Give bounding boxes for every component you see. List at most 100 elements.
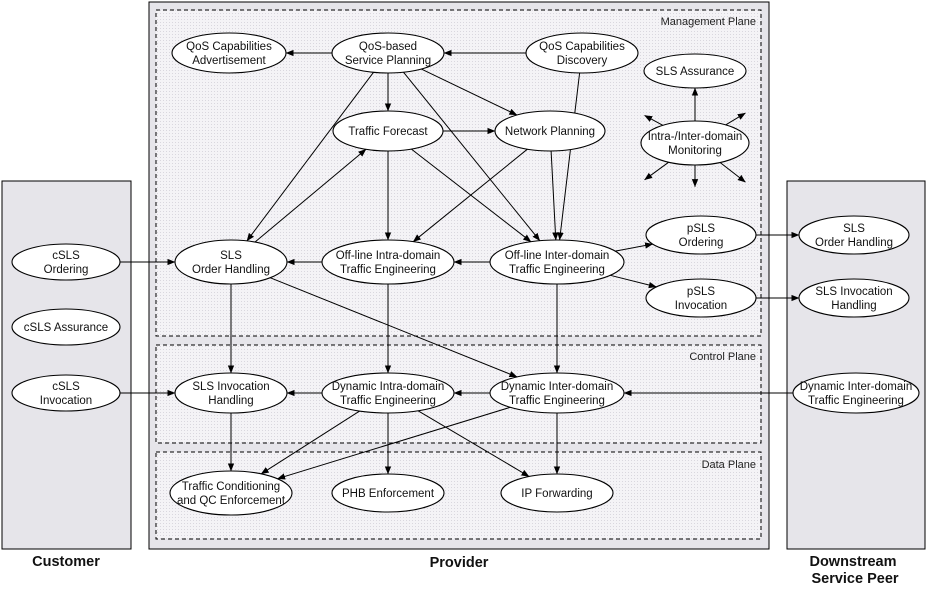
node-label: PHB Enforcement: [342, 488, 435, 500]
node-label: cSLS Assurance: [24, 322, 108, 334]
data-plane-label: Data Plane: [702, 459, 756, 471]
node-label: Handling: [831, 300, 876, 312]
edge-qos_cap_disc-to-offline_inter: [557, 72, 581, 241]
peer-label-line2: Service Peer: [811, 571, 898, 587]
node-shape: [798, 278, 910, 318]
edge-dyn_intra-to-traffic_conditioning: [260, 410, 360, 475]
node-label: Dynamic Inter-domain: [800, 381, 912, 393]
node-label: Traffic Forecast: [348, 126, 428, 138]
node-shape: [331, 32, 445, 74]
node-label: Monitoring: [668, 145, 722, 157]
node-label: Intra-/Inter-domain: [648, 131, 743, 143]
node-shape: [525, 32, 639, 74]
node-label: SLS: [220, 250, 242, 262]
node-shape: [169, 470, 293, 516]
edge-network_planning-to-offline_inter: [550, 150, 559, 241]
node-label: Traffic Conditioning: [182, 481, 280, 493]
monitoring-output-arrow: [725, 112, 746, 126]
edge-offline_inter-to-psls_invocation: [610, 274, 657, 289]
node-label: IP Forwarding: [521, 488, 592, 500]
peer-label-line1: Downstream: [809, 554, 896, 570]
node-shape: [332, 110, 444, 152]
node-network-planning: Network Planning: [494, 110, 606, 152]
node-label: QoS-based: [359, 41, 417, 53]
node-label: Ordering: [679, 237, 724, 249]
node-label: SLS Invocation: [192, 381, 269, 393]
node-label: Order Handling: [192, 264, 270, 276]
node-traffic-forecast: Traffic Forecast: [332, 110, 444, 152]
edge-network_planning-to-offline_intra: [412, 148, 528, 243]
node-shape: [489, 239, 625, 285]
node-label: Traffic Engineering: [509, 264, 605, 276]
peer-label: Downstream Service Peer: [809, 554, 900, 587]
node-shape: [11, 374, 121, 412]
node-label: pSLS: [687, 286, 715, 298]
customer-panel: [1, 180, 132, 550]
node-csls-ordering: cSLS Ordering: [11, 243, 121, 281]
node-label: Off-line Inter-domain: [505, 250, 610, 262]
node-label: Dynamic Intra-domain: [332, 381, 444, 393]
edge-dyn_inter-to-traffic_conditioning: [277, 406, 511, 480]
management-plane-label: Management Plane: [661, 16, 756, 28]
node-label: Invocation: [675, 300, 727, 312]
customer-label: Customer: [32, 554, 100, 570]
node-label: Traffic Engineering: [340, 395, 436, 407]
node-shape: [11, 308, 121, 346]
nodes: QoS CapabilitiesAdvertisementQoS-basedSe…: [11, 32, 920, 516]
node-label: QoS Capabilities: [539, 41, 625, 53]
node-label: Ordering: [44, 264, 89, 276]
node-phb: PHB Enforcement: [331, 473, 445, 513]
edge-qos_planning-to-network_planning: [421, 68, 518, 116]
node-shape: [494, 110, 606, 152]
node-csls-invocation: cSLS Invocation: [11, 374, 121, 412]
node-label: Advertisement: [192, 55, 266, 67]
node-label: SLS: [843, 223, 865, 235]
node-label: Handling: [208, 395, 253, 407]
node-label: Network Planning: [505, 126, 595, 138]
provider-label: Provider: [430, 555, 489, 571]
node-shape: [331, 473, 445, 513]
node-sls-assurance: SLS Assurance: [643, 53, 747, 89]
edge-qos_planning-to-offline_inter: [403, 71, 541, 242]
node-psls-ordering: pSLS Ordering: [645, 215, 757, 255]
node-shape: [11, 243, 121, 281]
node-shape: [174, 372, 288, 414]
node-shape: [640, 120, 750, 166]
node-shape: [321, 372, 455, 414]
monitoring-output-arrow: [719, 162, 746, 183]
node-label: cSLS: [52, 250, 80, 262]
node-ip-forwarding: IP Forwarding: [500, 473, 614, 513]
node-label: Service Planning: [345, 55, 431, 67]
node-shape: [798, 215, 910, 255]
node-shape: [792, 372, 920, 414]
node-label: Discovery: [557, 55, 608, 67]
node-peer-sls-order-handling: SLS Order Handling: [798, 215, 910, 255]
node-label: and QC Enforcement: [177, 495, 286, 507]
edge-sls_order_handling-to-dyn_inter: [269, 277, 518, 378]
node-label: Traffic Engineering: [808, 395, 904, 407]
node-label: Order Handling: [815, 237, 893, 249]
data-plane: Data Plane: [155, 451, 762, 540]
node-label: Dynamic Inter-domain: [501, 381, 613, 393]
node-label: Traffic Engineering: [509, 395, 605, 407]
node-label: Invocation: [40, 395, 92, 407]
node-traffic-conditioning: Traffic Conditioning and QC Enforcement: [169, 470, 293, 516]
node-shape: [645, 278, 757, 318]
node-label: pSLS: [687, 223, 715, 235]
node-label: cSLS: [52, 381, 80, 393]
node-shape: [643, 53, 747, 89]
edge-offline_inter-to-psls_ordering: [615, 242, 654, 252]
node-label: SLS Assurance: [656, 66, 735, 78]
edge-dyn_intra-to-ip_forwarding: [417, 410, 530, 477]
node-sls-order-handling: SLS Order Handling: [174, 239, 288, 285]
